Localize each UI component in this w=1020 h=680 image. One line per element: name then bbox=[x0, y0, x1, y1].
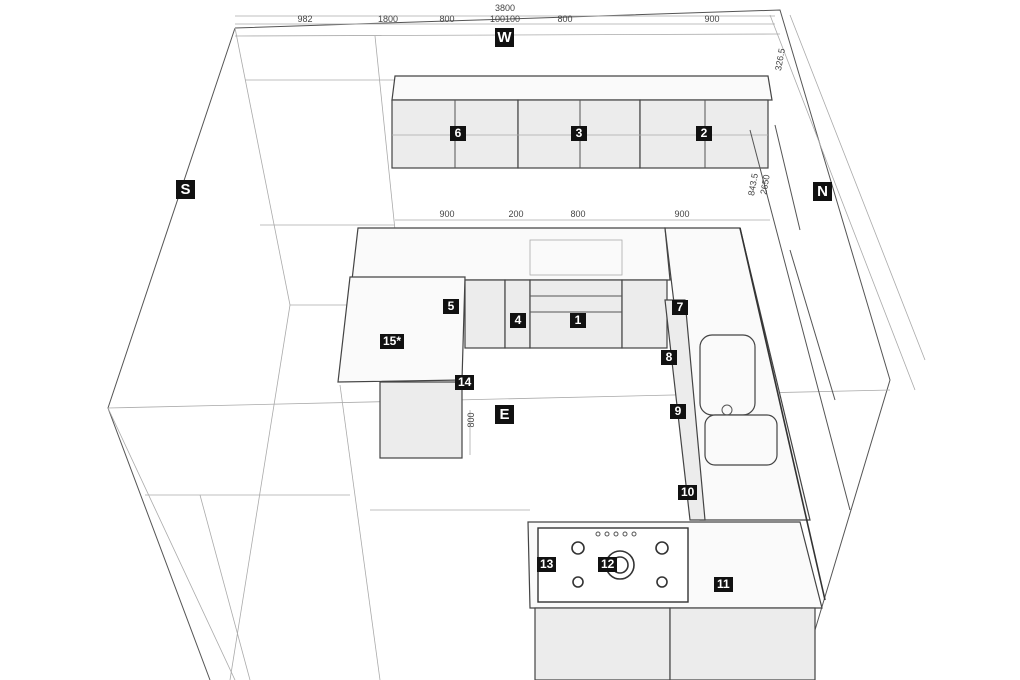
item-label-6: 6 bbox=[450, 126, 466, 141]
dim-top: 800 bbox=[557, 14, 572, 24]
item-label-14: 14 bbox=[455, 375, 475, 390]
item-label-13: 13 bbox=[537, 557, 557, 572]
dimension-lines bbox=[235, 14, 926, 391]
hob-counter bbox=[527, 521, 823, 680]
dim-right: 843.5 bbox=[746, 173, 760, 197]
item-label-5: 5 bbox=[443, 299, 459, 314]
dim-right: 2650 bbox=[758, 174, 771, 195]
dim-lower: 800 bbox=[570, 209, 585, 219]
wall-label-south: S bbox=[176, 180, 195, 199]
item-label-7: 7 bbox=[672, 300, 688, 315]
item-label-4: 4 bbox=[510, 313, 526, 328]
wall-label-north: N bbox=[813, 182, 832, 201]
item-label-11: 11 bbox=[714, 577, 733, 592]
item-label-10: 10 bbox=[678, 485, 698, 500]
item-label-12: 12 bbox=[598, 557, 618, 572]
dim-lower: 200 bbox=[508, 209, 523, 219]
dim-top: 100100 bbox=[490, 14, 520, 24]
item-label-1: 1 bbox=[570, 313, 586, 328]
bar-counter bbox=[337, 276, 471, 459]
dim-right: 326.5 bbox=[773, 48, 787, 72]
upper-cabinets bbox=[391, 75, 773, 169]
dim-top: 900 bbox=[704, 14, 719, 24]
dim-top: 1800 bbox=[378, 14, 398, 24]
wall-label-east: E bbox=[495, 405, 514, 424]
dim-top: 800 bbox=[439, 14, 454, 24]
dim-lower: 900 bbox=[674, 209, 689, 219]
dim-top: 982 bbox=[297, 14, 312, 24]
wall-label-west: W bbox=[495, 28, 514, 47]
dim-island-height: 800 bbox=[466, 412, 476, 427]
item-label-2: 2 bbox=[696, 126, 712, 141]
item-label-8: 8 bbox=[661, 350, 677, 365]
room-walls bbox=[107, 9, 891, 680]
dim-lower: 900 bbox=[439, 209, 454, 219]
dim-total: 3800 bbox=[495, 3, 515, 13]
base-cabinets bbox=[351, 227, 671, 349]
item-label-9: 9 bbox=[670, 404, 686, 419]
item-label-15: 15* bbox=[380, 334, 405, 349]
item-label-3: 3 bbox=[571, 126, 587, 141]
